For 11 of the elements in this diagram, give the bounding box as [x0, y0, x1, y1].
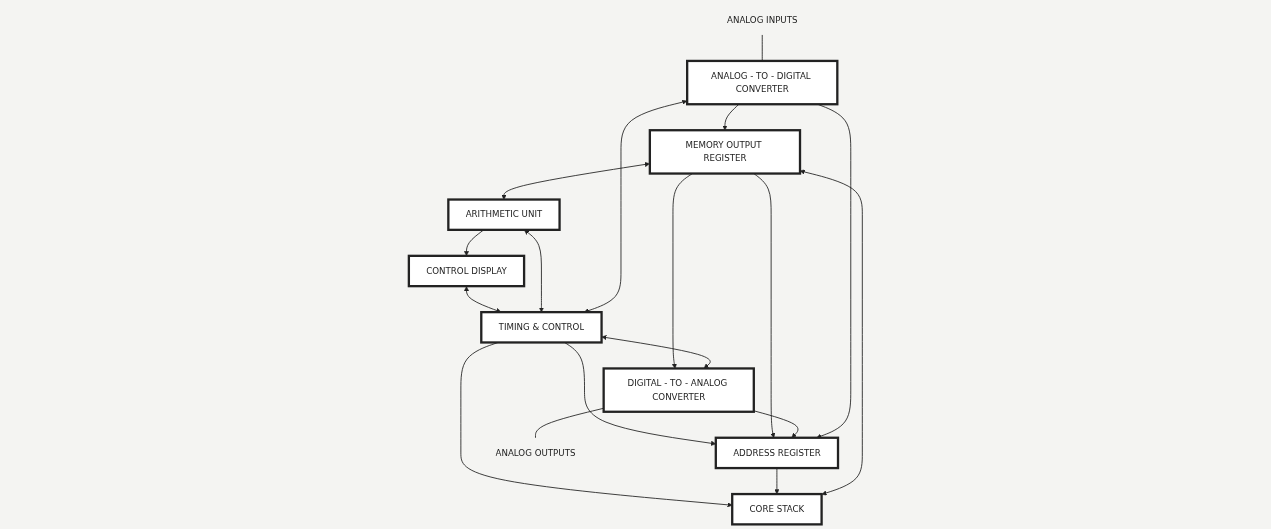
- node-box: ANALOG - TO - DIGITAL CONVERTER: [685, 59, 839, 106]
- node-text: ANALOG INPUTS: [726, 14, 798, 25]
- node-box: MEMORY OUTPUT REGISTER: [648, 129, 802, 175]
- connector: [534, 407, 604, 439]
- node-box: ADDRESS REGISTER: [714, 436, 840, 470]
- node-box: ARITHMETIC UNIT: [447, 198, 561, 231]
- node-box: DIGITAL - TO - ANALOG CONVERTER: [602, 367, 755, 413]
- node-box: CONTROL DISPLAY: [407, 254, 526, 288]
- node-box: TIMING & CONTROL: [480, 311, 603, 344]
- node-box: CORE STACK: [730, 492, 823, 526]
- node-text: ANALOG OUTPUTS: [495, 447, 576, 458]
